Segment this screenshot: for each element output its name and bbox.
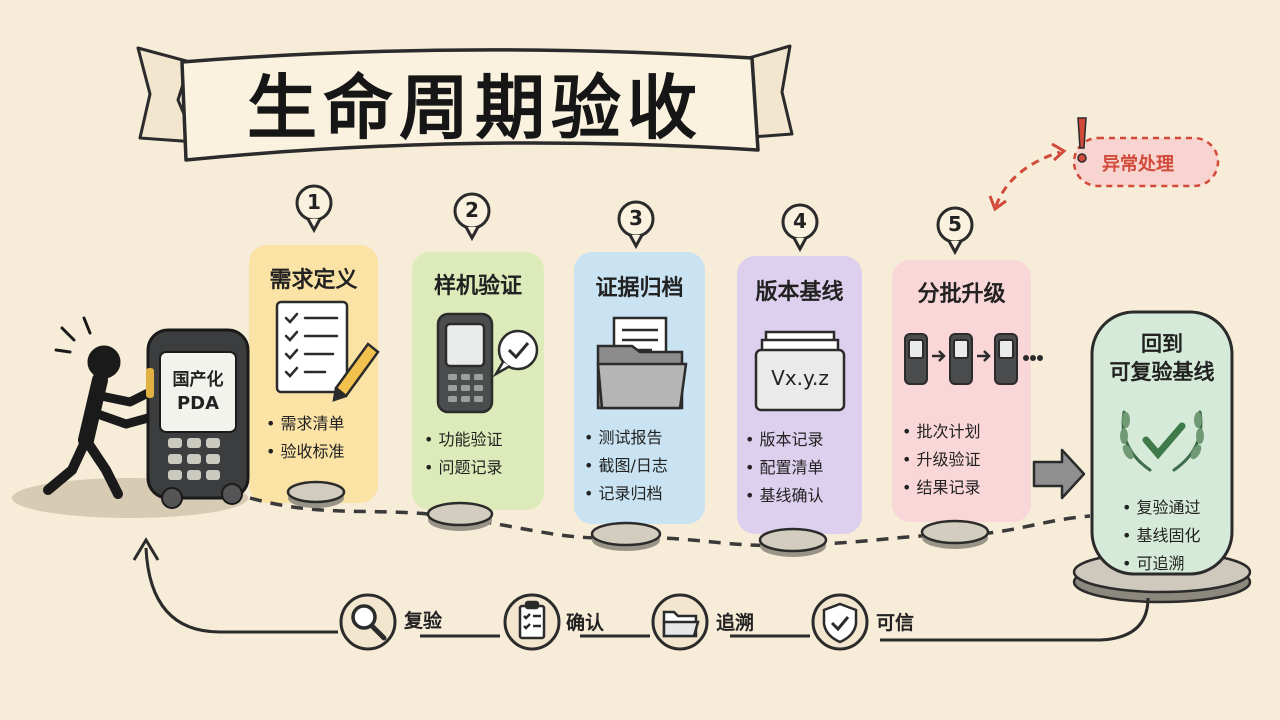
step-number-3: 3 (629, 206, 643, 230)
step-2-items: • 功能验证 • 问题记录 (424, 426, 503, 482)
pda-label: 国产化 PDA (160, 368, 236, 416)
card-bg-5 (892, 260, 1031, 522)
list-item: • 测试报告 (584, 428, 663, 447)
list-item: • 升级验证 (902, 450, 981, 469)
list-item: • 需求清单 (266, 414, 345, 433)
step-pin-3 (617, 200, 655, 250)
batch-phones-icon (904, 333, 1043, 385)
step-4-items: • 版本记录 • 配置清单 • 基线确认 (745, 426, 824, 510)
stone-1 (286, 480, 346, 508)
pda-device-icon (146, 328, 250, 509)
return-loop-line (144, 547, 1150, 642)
page-title: 生命周期验收 (247, 67, 703, 149)
title-banner (136, 44, 794, 162)
final-items: • 复验通过 • 基线固化 • 可追溯 (1122, 494, 1201, 578)
stone-2 (426, 501, 494, 531)
exception-bubble (1072, 117, 1220, 188)
list-item: • 截图/日志 (584, 456, 668, 475)
step-number-2: 2 (465, 198, 479, 222)
step-5-items: • 批次计划 • 升级验证 • 结果记录 (902, 418, 981, 502)
dashed-path (249, 496, 1091, 548)
list-item: • 复验通过 (1122, 498, 1201, 517)
list-item: • 基线固化 (1122, 526, 1201, 545)
version-box-icon (754, 330, 846, 412)
list-item: • 基线确认 (745, 486, 824, 505)
exception-label: 异常处理 (1102, 154, 1174, 175)
step-pin-1 (295, 184, 333, 234)
list-item: • 可追溯 (1122, 554, 1185, 573)
exception-arrowhead-right (1051, 142, 1067, 162)
checklist-pencil-icon (275, 300, 380, 402)
list-item: • 配置清单 (745, 458, 824, 477)
step-pin-4 (781, 203, 819, 253)
loop-label-reverify: 复验 (404, 610, 443, 632)
final-title-line2: 可复验基线 (1109, 360, 1215, 384)
arrow-right-icon (1032, 448, 1086, 500)
list-item: • 记录归档 (584, 484, 663, 503)
checklist-icon (503, 593, 561, 651)
step-title-2: 样机验证 (433, 274, 522, 299)
phone-check-icon (436, 312, 539, 414)
step-pin-2 (453, 192, 491, 242)
list-item: • 版本记录 (745, 430, 824, 449)
magnifier-icon (339, 593, 397, 651)
step-title-5: 分批升级 (917, 282, 1006, 307)
exception-arrow (994, 150, 1061, 207)
shield-check-icon (811, 593, 869, 651)
step-title-3: 证据归档 (595, 276, 684, 301)
final-baseline-pillar (1072, 310, 1252, 604)
pda-label-line1: 国产化 (172, 370, 224, 390)
stone-5 (920, 519, 990, 549)
step-number-5: 5 (948, 212, 962, 236)
step-pin-5 (936, 206, 974, 256)
step-title-4: 版本基线 (755, 280, 844, 305)
list-item: • 问题记录 (424, 458, 503, 477)
step-1-items: • 需求清单 • 验收标准 (266, 410, 345, 466)
version-label: Vx.y.z (771, 366, 829, 390)
stone-4 (758, 527, 828, 557)
step-number-1: 1 (307, 190, 321, 214)
folder-documents-icon (596, 316, 688, 410)
final-title-line1: 回到 (1141, 332, 1183, 356)
list-item: • 验收标准 (266, 442, 345, 461)
step-number-4: 4 (793, 209, 807, 233)
person-icon (43, 316, 155, 499)
step-title-1: 需求定义 (269, 268, 358, 293)
return-arrowhead (132, 537, 160, 561)
final-title: 回到 可复验基线 (1092, 330, 1232, 386)
loop-label-trusted: 可信 (876, 612, 915, 634)
loop-label-confirm: 确认 (566, 612, 605, 634)
list-item: • 结果记录 (902, 478, 981, 497)
folder-icon (651, 593, 709, 651)
list-item: • 批次计划 (902, 422, 981, 441)
pda-label-line2: PDA (176, 393, 220, 414)
step-3-items: • 测试报告 • 截图/日志 • 记录归档 (584, 424, 668, 508)
stone-3 (590, 521, 662, 551)
laurel-check-icon (1120, 410, 1204, 472)
loop-label-trace: 追溯 (716, 612, 755, 634)
exception-arrowhead-left (988, 195, 1007, 212)
list-item: • 功能验证 (424, 430, 503, 449)
